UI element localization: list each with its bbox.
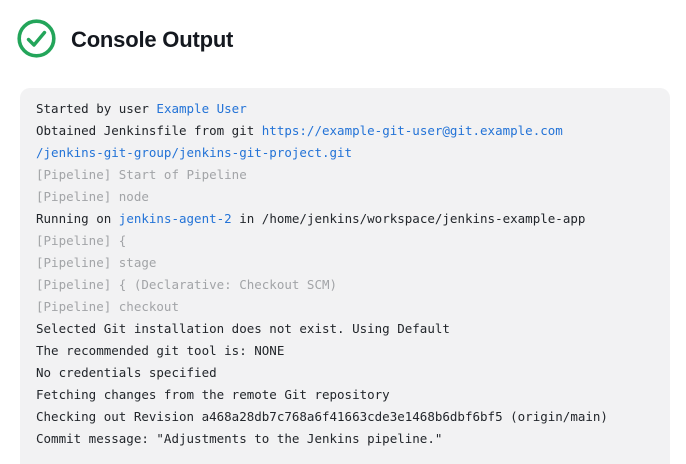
- console-line: Commit message: "Adjustments to the Jenk…: [36, 428, 654, 450]
- console-text: [Pipeline] { (Declarative: Checkout SCM): [36, 277, 338, 292]
- console-text: [Pipeline] stage: [36, 255, 157, 270]
- console-output-header: Console Output: [16, 12, 233, 65]
- console-line: [Pipeline] {: [36, 230, 654, 252]
- console-line: The recommended git tool is: NONE: [36, 340, 654, 362]
- console-line: [Pipeline] Start of Pipeline: [36, 164, 654, 186]
- console-link[interactable]: /jenkins-git-group/jenkins-git-project.g…: [36, 145, 353, 160]
- console-text: [Pipeline] checkout: [36, 299, 179, 314]
- console-text: No credentials specified: [36, 365, 217, 380]
- console-text: [Pipeline] node: [36, 189, 149, 204]
- console-line: /jenkins-git-group/jenkins-git-project.g…: [36, 142, 654, 164]
- console-link[interactable]: https://example-git-user@git.example.com: [261, 123, 563, 138]
- console-line: [Pipeline] { (Declarative: Checkout SCM): [36, 274, 654, 296]
- console-line: Started by user Example User: [36, 98, 654, 120]
- console-line: Checking out Revision a468a28db7c768a6f4…: [36, 406, 654, 428]
- console-text: Started by user: [36, 101, 157, 116]
- success-check-icon: [17, 19, 56, 58]
- console-text: Fetching changes from the remote Git rep…: [36, 387, 390, 402]
- console-line: No credentials specified: [36, 362, 654, 384]
- console-text: Obtained Jenkinsfile from git: [36, 123, 262, 138]
- console-line: [Pipeline] checkout: [36, 296, 654, 318]
- console-link[interactable]: Example User: [156, 101, 247, 116]
- console-line: [Pipeline] stage: [36, 252, 654, 274]
- console-text: in /home/jenkins/workspace/jenkins-examp…: [231, 211, 586, 226]
- console-link[interactable]: jenkins-agent-2: [118, 211, 232, 226]
- console-text: The recommended git tool is: NONE: [36, 343, 285, 358]
- console-line: Running on jenkins-agent-2 in /home/jenk…: [36, 208, 654, 230]
- console-line: Fetching changes from the remote Git rep…: [36, 384, 654, 406]
- console-text: Selected Git installation does not exist…: [36, 321, 450, 336]
- console-text: [Pipeline] Start of Pipeline: [36, 167, 247, 182]
- console-line: Selected Git installation does not exist…: [36, 318, 654, 340]
- page-title: Console Output: [71, 26, 234, 52]
- console-text: Running on: [36, 211, 119, 226]
- console-text: Checking out Revision a468a28db7c768a6f4…: [36, 409, 608, 424]
- console-text: Commit message: "Adjustments to the Jenk…: [36, 431, 443, 446]
- console-line: Obtained Jenkinsfile from git https://ex…: [36, 120, 654, 142]
- console-text: [Pipeline] {: [36, 233, 127, 248]
- console-line: [Pipeline] node: [36, 186, 654, 208]
